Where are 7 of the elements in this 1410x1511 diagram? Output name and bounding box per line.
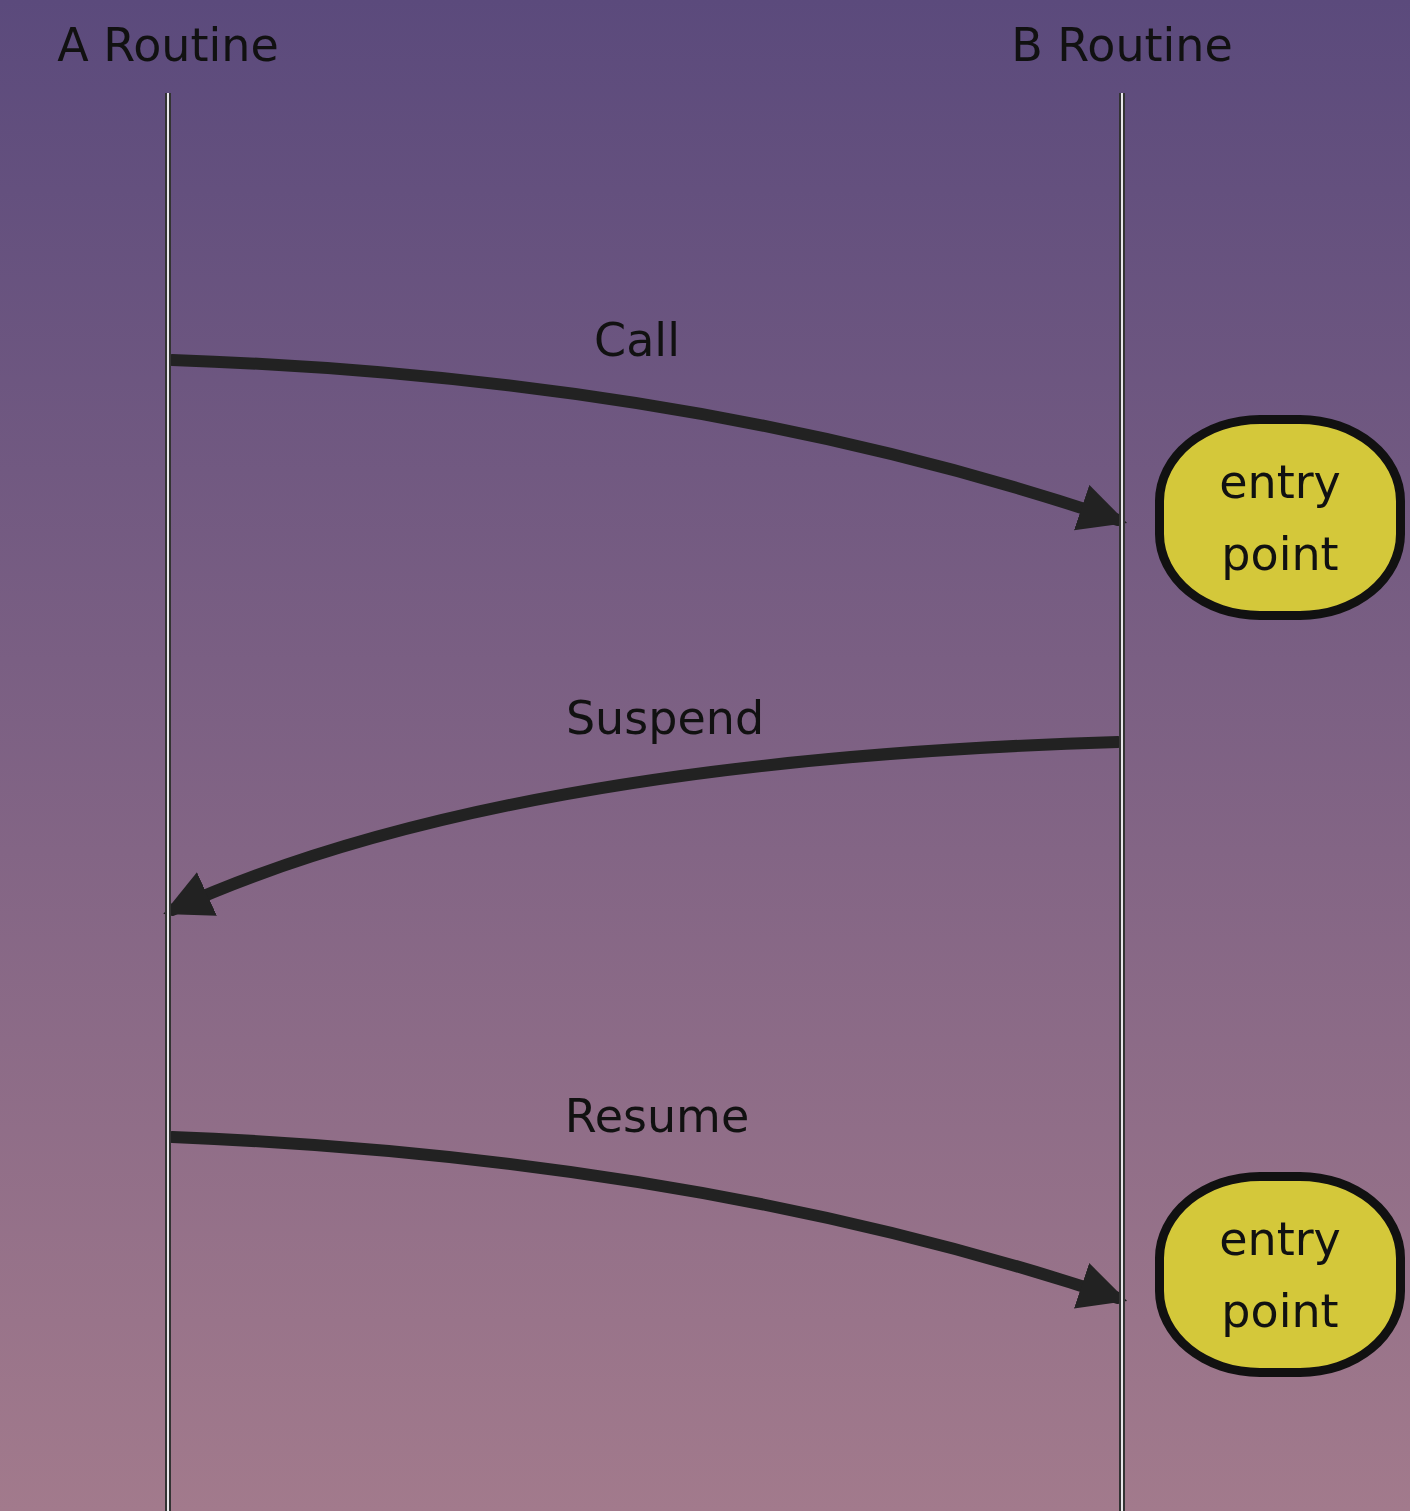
blob-label: entry point [1218, 1210, 1342, 1340]
edge-label: Call [594, 313, 680, 367]
edge-label: Suspend [565, 691, 765, 745]
blob-label: entry point [1218, 453, 1342, 583]
lifeline-title: B Routine [1010, 18, 1234, 72]
edge-label: Resume [564, 1089, 750, 1143]
lifeline-title: A Routine [56, 18, 280, 72]
